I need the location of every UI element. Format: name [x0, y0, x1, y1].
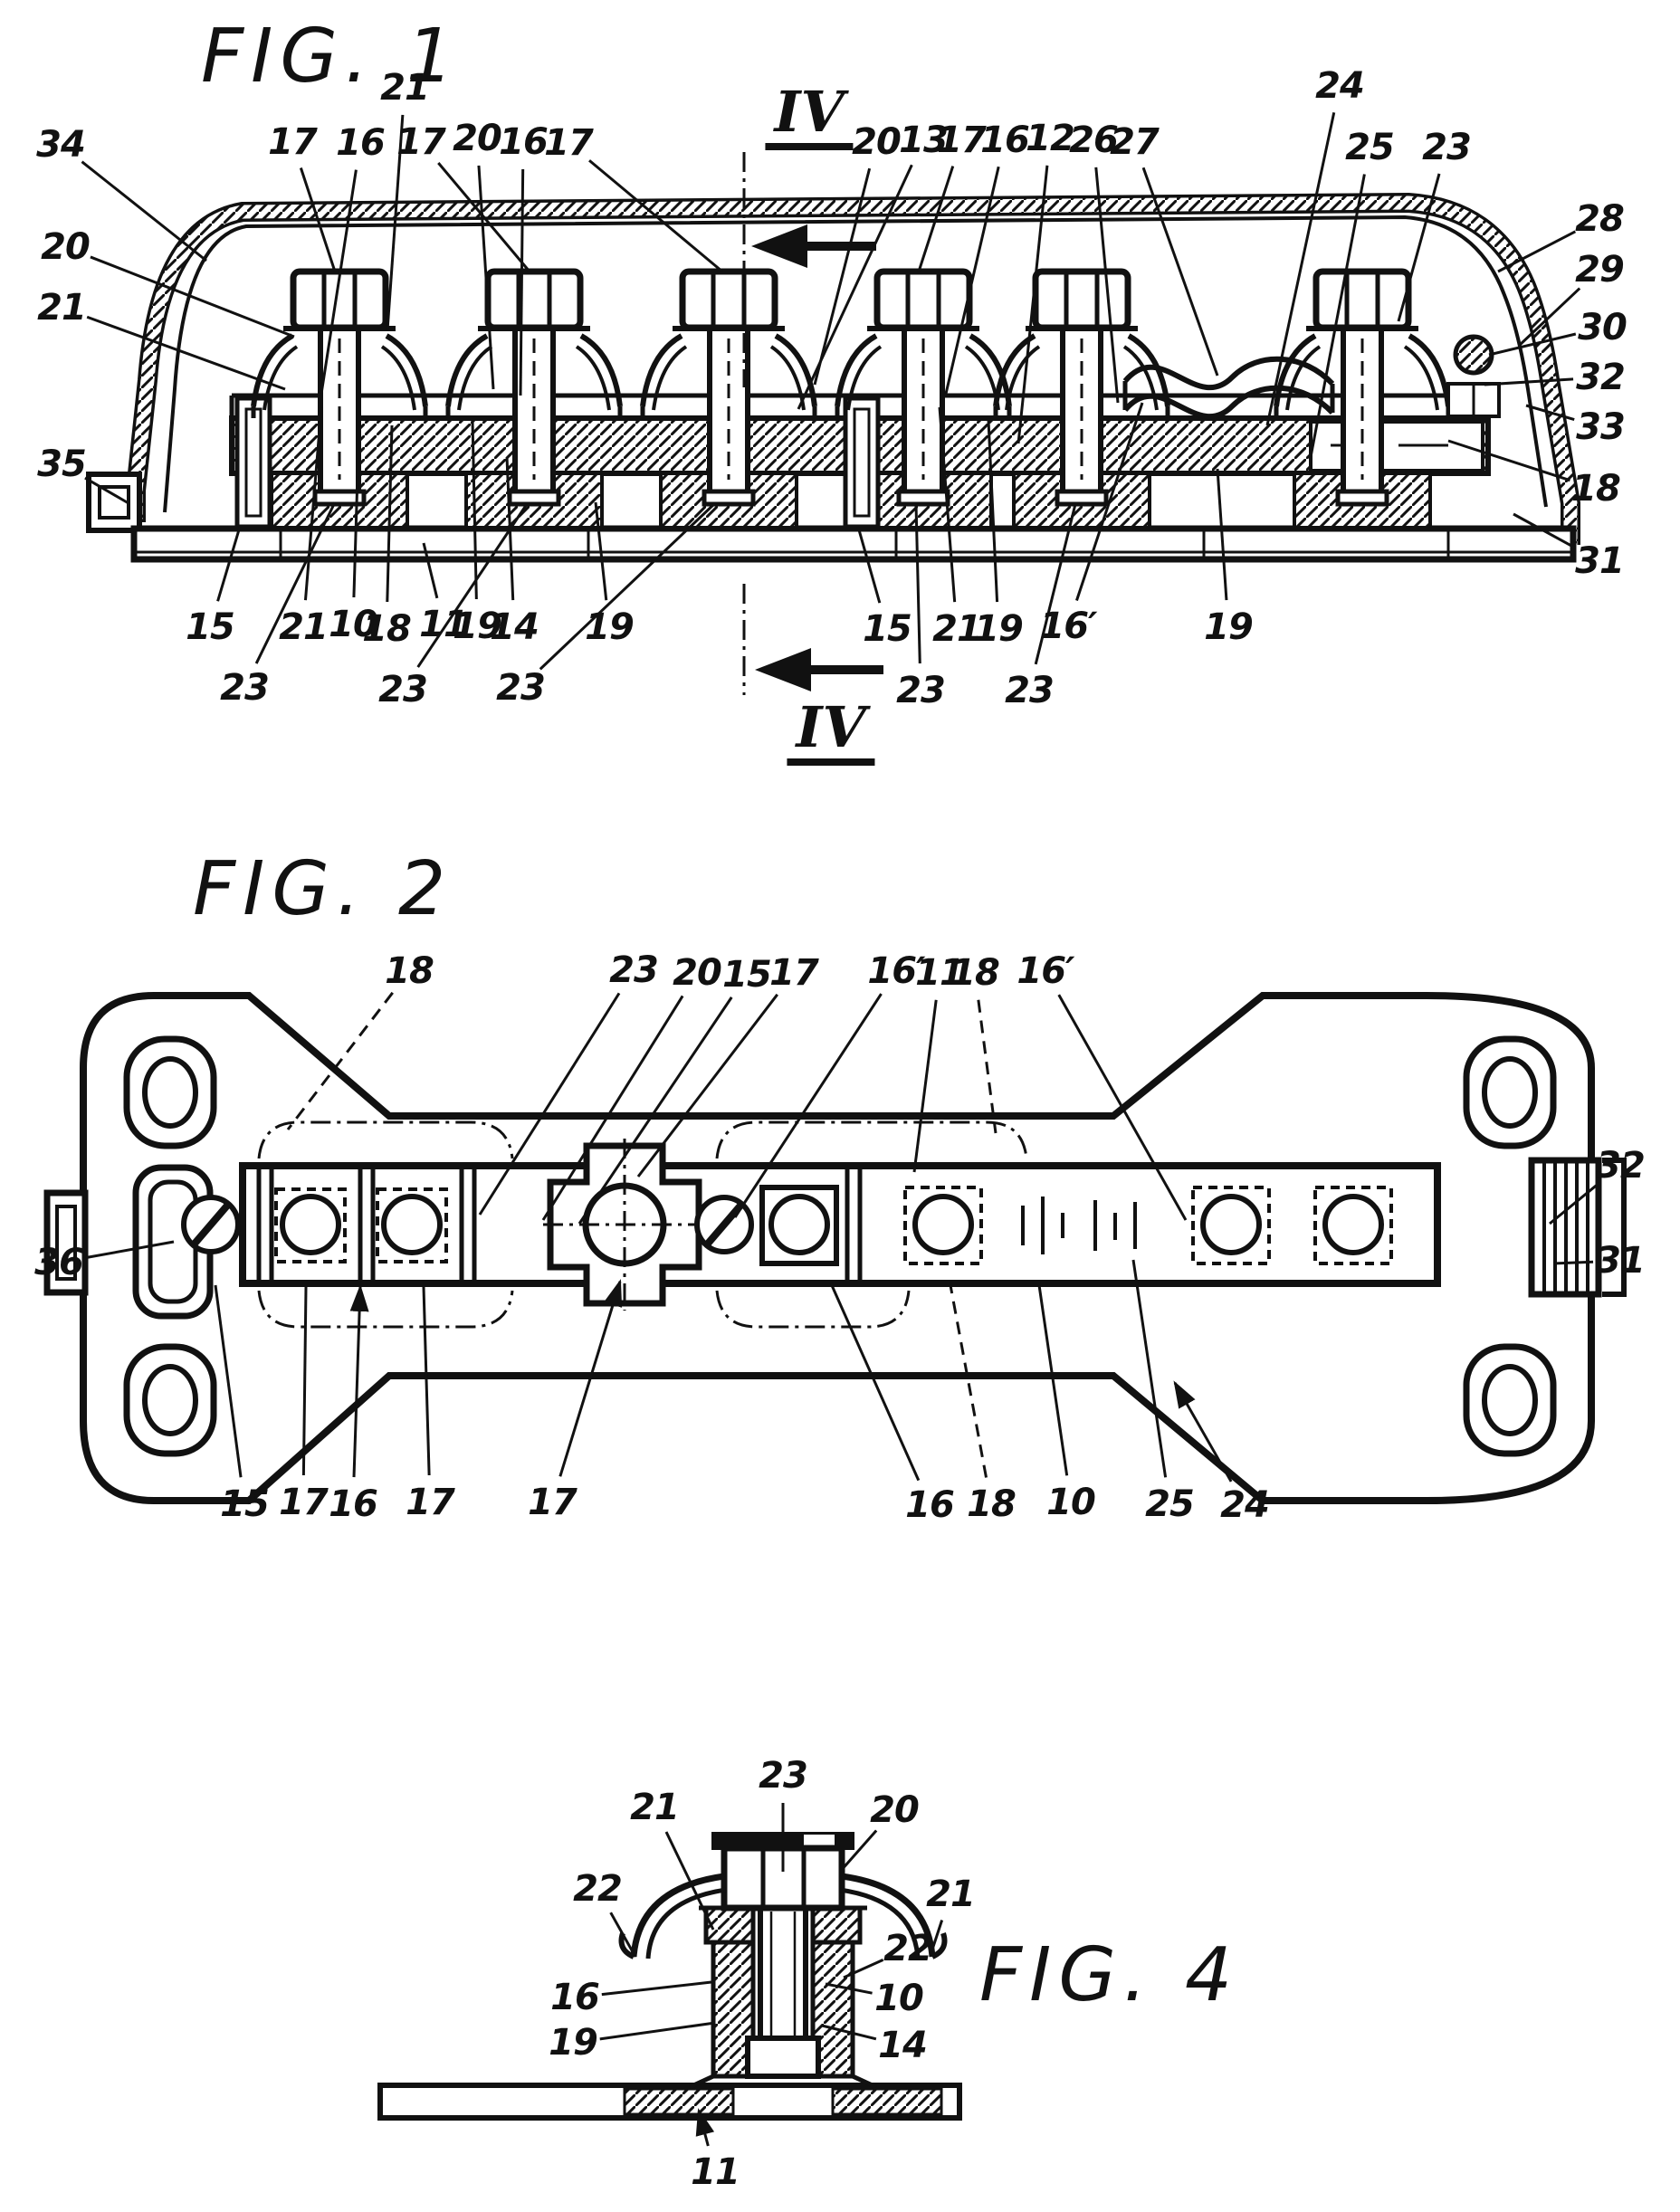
leader-line-18: [286, 991, 394, 1130]
leader-line-17: [422, 1286, 431, 1476]
leader-line-29: [1517, 287, 1581, 348]
leader-line-19: [987, 420, 999, 603]
leader-line-16: [519, 168, 525, 396]
leader-line-17: [299, 167, 337, 272]
leader-line-20: [838, 1829, 878, 1873]
leader-line-16′: [733, 993, 883, 1218]
fig4-drawing: [377, 1832, 962, 2121]
leader-line-17: [917, 166, 955, 272]
leader-line-21: [929, 1920, 944, 1956]
leader-line-23: [478, 992, 621, 1216]
leader-line-11: [422, 542, 439, 599]
section-marker-iv-top: IV: [765, 81, 854, 151]
leader-line-21: [664, 1831, 715, 1931]
leader-line-17: [558, 1279, 623, 1477]
figure-title-fig1: FIG. 1: [201, 14, 462, 100]
leader-line-16: [349, 1284, 369, 1478]
fig2-drawing: [43, 992, 1627, 1504]
leader-line-21: [86, 315, 286, 391]
leader-line-16′: [1075, 402, 1144, 602]
leader-line-36: [85, 1240, 175, 1260]
section-marker-iv-bottom: IV: [787, 696, 875, 767]
leader-line-19: [599, 2021, 716, 2041]
leader-line-35: [84, 476, 129, 505]
leader-line-17: [301, 1286, 308, 1476]
leader-line-14: [821, 2024, 877, 2041]
leader-line-27: [1141, 167, 1219, 377]
leader-line-23: [1397, 173, 1441, 322]
leader-line-25: [1131, 1259, 1168, 1478]
leader-line-16: [601, 1980, 712, 1997]
leader-line-11: [912, 999, 938, 1173]
leader-line-22: [609, 1912, 637, 1958]
leader-line-24: [1173, 1380, 1233, 1483]
leader-line-23: [914, 503, 921, 664]
leader-line-22: [843, 1958, 884, 1979]
leader-line-10: [825, 1982, 873, 1995]
leader-line-18: [1447, 439, 1570, 482]
leader-line-33: [1525, 404, 1575, 422]
leader-line-28: [1497, 230, 1577, 273]
leader-line-20: [477, 165, 495, 390]
leader-line-32: [1549, 1181, 1600, 1225]
leader-line-32: [1484, 377, 1574, 386]
leader-line-23: [539, 501, 717, 671]
leader-line-12: [1017, 165, 1049, 444]
leader-line-20: [90, 255, 295, 338]
leader-line-19: [594, 501, 608, 601]
figure-title-fig4: FIG. 4: [979, 1932, 1240, 2018]
leader-line-21: [386, 114, 405, 331]
leader-line-21: [303, 406, 323, 601]
leader-line-23: [416, 503, 529, 668]
leader-line-23: [1034, 503, 1077, 665]
leader-line-24: [1265, 112, 1336, 426]
leader-line-10: [352, 474, 359, 598]
leader-line-19: [1216, 468, 1228, 601]
fig1-drawing: [86, 152, 1573, 695]
leader-line-10: [1037, 1284, 1069, 1476]
leader-line-16: [320, 169, 358, 395]
leader-line-15: [578, 996, 733, 1225]
figure-title-fig2: FIG. 2: [193, 846, 453, 932]
leader-line-11: [695, 2108, 715, 2147]
leader-line-26: [1094, 167, 1120, 404]
leader-line-18: [949, 1284, 988, 1478]
leader-line-31: [1513, 512, 1577, 549]
leader-line-18: [386, 424, 394, 603]
leader-line-21: [938, 406, 957, 603]
leader-line-15: [216, 526, 242, 602]
leader-line-34: [81, 160, 207, 262]
leader-line-16: [944, 166, 1000, 395]
leader-line-17: [588, 159, 723, 273]
leader-line-20: [813, 167, 872, 386]
leader-line-19: [471, 420, 478, 600]
leader-line-18: [977, 999, 998, 1134]
leader-line-17: [437, 162, 531, 272]
leader-line-16: [829, 1282, 921, 1482]
leader-line-23: [254, 501, 337, 664]
leader-line-30: [1488, 332, 1577, 357]
leader-line-16′: [1057, 994, 1188, 1221]
leader-line-25: [1309, 174, 1366, 458]
leader-line-20: [541, 995, 684, 1221]
leader-line-17: [636, 993, 778, 1178]
leader-line-15: [856, 526, 882, 604]
leader-line-13: [797, 164, 913, 410]
leader-line-31: [1552, 1260, 1594, 1265]
leader-line-15: [214, 1284, 243, 1478]
